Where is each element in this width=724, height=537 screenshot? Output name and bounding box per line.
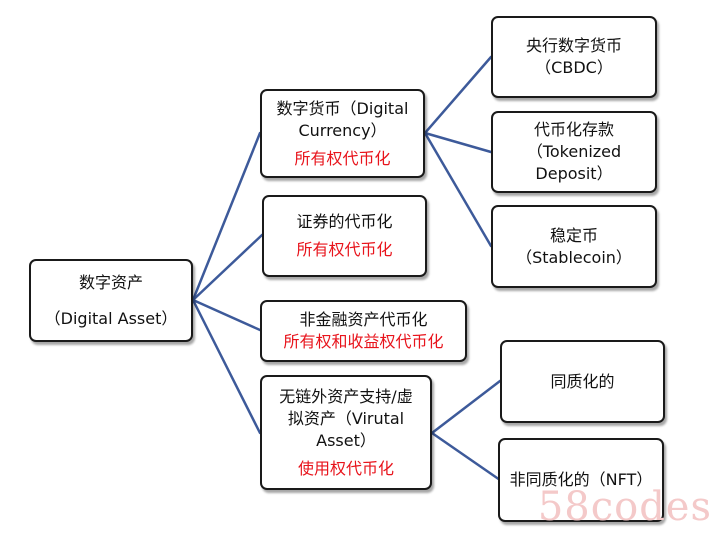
category-label-line: Currency） [298, 120, 387, 140]
virtual-type-nft: 非同质化的（NFT） [498, 438, 664, 522]
connector-currency-to-deposit [423, 131, 493, 154]
node-label-line: Deposit） [535, 164, 613, 183]
connector-currency-to-stablecoin [423, 131, 493, 248]
rights-label: 所有权代币化 [296, 240, 393, 259]
category-label-line: 证券的代币化 [296, 212, 393, 231]
currency-type-cbdc: 央行数字货币 （CBDC） [491, 16, 657, 98]
category-label-line: 非金融资产代币化 [299, 310, 428, 329]
currency-type-tokenized-deposit: 代币化存款 （Tokenized Deposit） [491, 111, 657, 193]
node-label-line: 代币化存款 [533, 120, 614, 139]
category-virtual-asset: 无链外资产支持/虚 拟资产（Virutal Asset） 使用权代币化 [260, 375, 432, 490]
category-label-line: Asset） [316, 430, 376, 450]
virtual-type-fungible: 同质化的 [500, 340, 665, 423]
node-label-line: 同质化的 [550, 371, 615, 391]
connector-virtual-to-fungible [430, 379, 502, 435]
root-node-digital-asset: 数字资产 （Digital Asset） [29, 259, 193, 342]
category-digital-currency: 数字货币（Digital Currency） 所有权代币化 [260, 89, 425, 178]
node-label-line: （Tokenized [526, 142, 622, 161]
rights-label: 所有权代币化 [294, 148, 391, 168]
connector-root-to-currency [191, 131, 262, 302]
connector-root-to-nonfinancial [191, 298, 262, 332]
connector-currency-to-cbdc [423, 55, 493, 135]
node-label-line: 稳定币 [549, 225, 598, 245]
node-label-line: （CBDC） [535, 58, 613, 77]
node-label-line: 央行数字货币 [525, 36, 622, 55]
node-label-line: 非同质化的（NFT） [509, 470, 653, 489]
connector-root-to-virtual [191, 298, 262, 435]
rights-label: 使用权代币化 [297, 458, 394, 478]
currency-type-stablecoin: 稳定币 （Stablecoin） [491, 205, 657, 288]
root-subtitle: （Digital Asset） [44, 308, 178, 328]
category-label-line: 无链外资产支持/虚 [279, 386, 413, 406]
root-title: 数字资产 [78, 272, 143, 292]
category-nonfinancial-tokenization: 非金融资产代币化 所有权和收益权代币化 [260, 300, 467, 362]
category-securities-tokenization: 证券的代币化 所有权代币化 [262, 195, 427, 277]
watermark-logo: 58codes [537, 484, 712, 530]
connector-root-to-securities [191, 233, 264, 302]
category-label-line: 拟资产（Virutal [287, 408, 405, 428]
node-label-line: （Stablecoin） [516, 247, 632, 267]
category-label-line: 数字货币（Digital [276, 98, 409, 118]
connector-virtual-to-nft [430, 431, 502, 482]
rights-label: 所有权和收益权代币化 [283, 332, 444, 351]
